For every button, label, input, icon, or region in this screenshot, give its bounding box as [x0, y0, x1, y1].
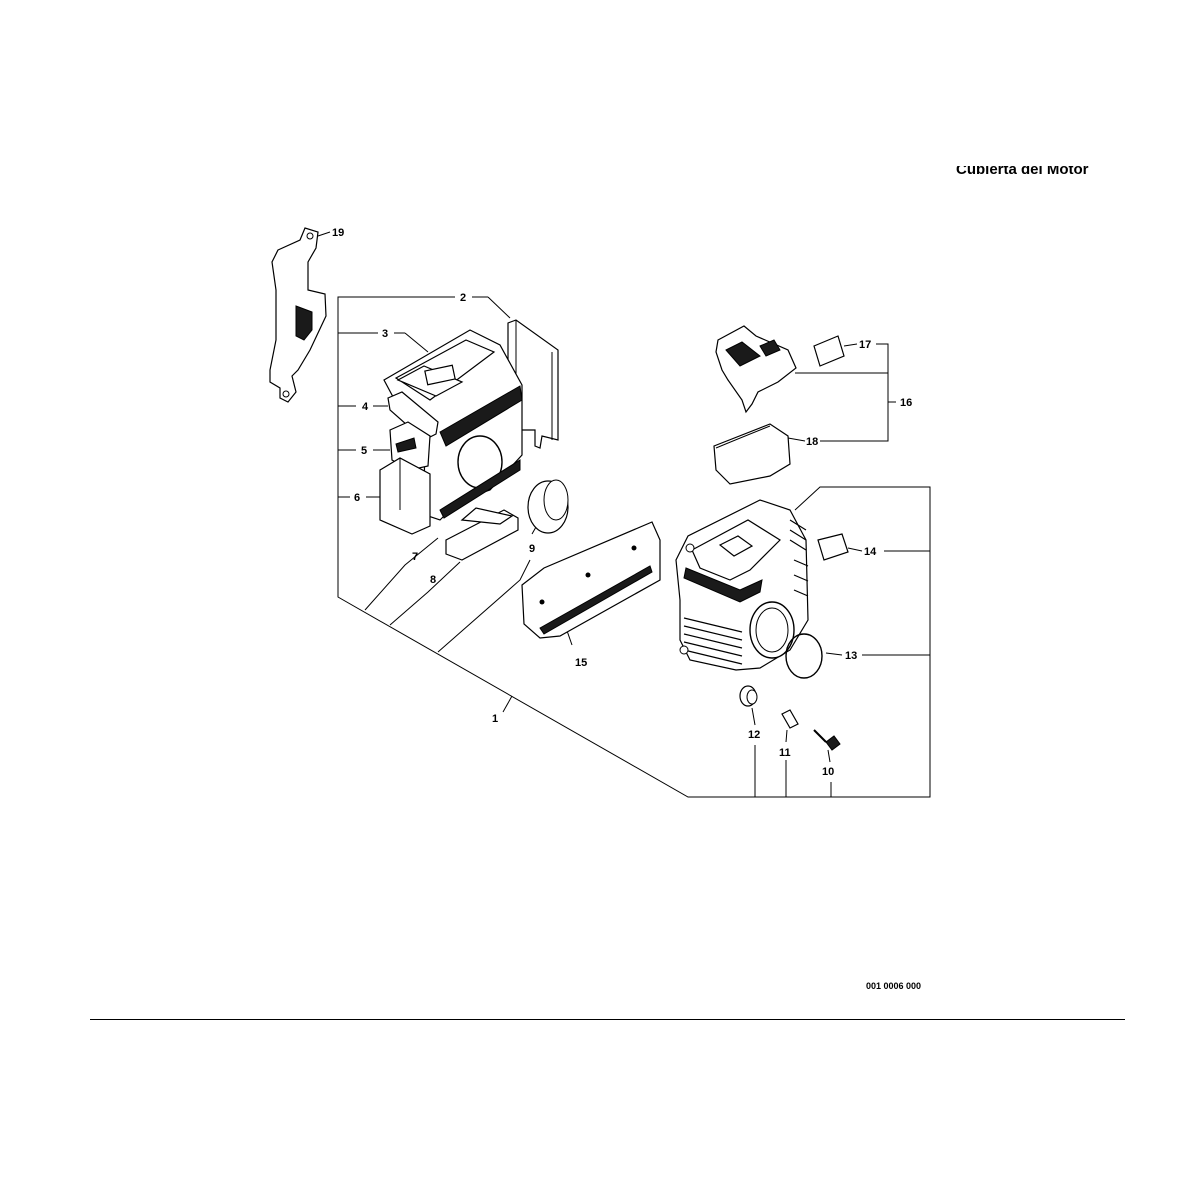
footer-divider: [90, 1019, 1125, 1020]
callout-10: 10: [822, 766, 834, 778]
part-15-baffle: [521, 521, 661, 639]
part-14-plate: [817, 533, 849, 561]
part-9-filter: [527, 479, 569, 534]
callout-18: 18: [806, 436, 818, 448]
part-12-grommet: [739, 685, 758, 707]
part-8-block: [445, 507, 519, 561]
callout-11: 11: [779, 747, 791, 759]
callout-14: 14: [864, 546, 877, 558]
callout-2: 2: [460, 292, 466, 304]
assembly-bracket-lines: [317, 231, 931, 798]
callout-1: 1: [492, 713, 498, 725]
callout-4: 4: [362, 401, 369, 413]
callout-8: 8: [430, 574, 436, 586]
callout-16: 16: [900, 397, 912, 409]
part-4-pad: [387, 391, 439, 441]
part-16-top-cover: [715, 325, 797, 414]
callout-7: 7: [412, 551, 418, 563]
callout-6: 6: [354, 492, 360, 504]
reference-code: 001 0006 000: [866, 981, 922, 991]
part-17-label: [813, 335, 845, 367]
page-title-text: Cubierta del Motor: [956, 166, 1089, 178]
part-10-screw: [813, 729, 841, 751]
engine-cover-body: [675, 499, 809, 671]
part-13-o-ring: [785, 633, 823, 679]
part-19-bracket: [269, 227, 327, 403]
part-18-pad: [713, 423, 791, 485]
part-7-main-shroud: [383, 329, 523, 521]
callout-5: 5: [361, 445, 367, 457]
callout-9: 9: [529, 543, 535, 555]
callout-labels: 1 2 3 4 5 6 7 8 9 10 11 12 13 14 15 16 1…: [332, 227, 912, 778]
page-title: Cubierta del Motor: [930, 166, 1130, 188]
callout-13: 13: [845, 650, 857, 662]
callout-17: 17: [859, 339, 871, 351]
callout-12: 12: [748, 729, 760, 741]
part-6-pad: [379, 457, 431, 535]
callout-3: 3: [382, 328, 388, 340]
part-11-spacer: [781, 709, 799, 729]
callout-19: 19: [332, 227, 344, 239]
callout-15: 15: [575, 657, 587, 669]
